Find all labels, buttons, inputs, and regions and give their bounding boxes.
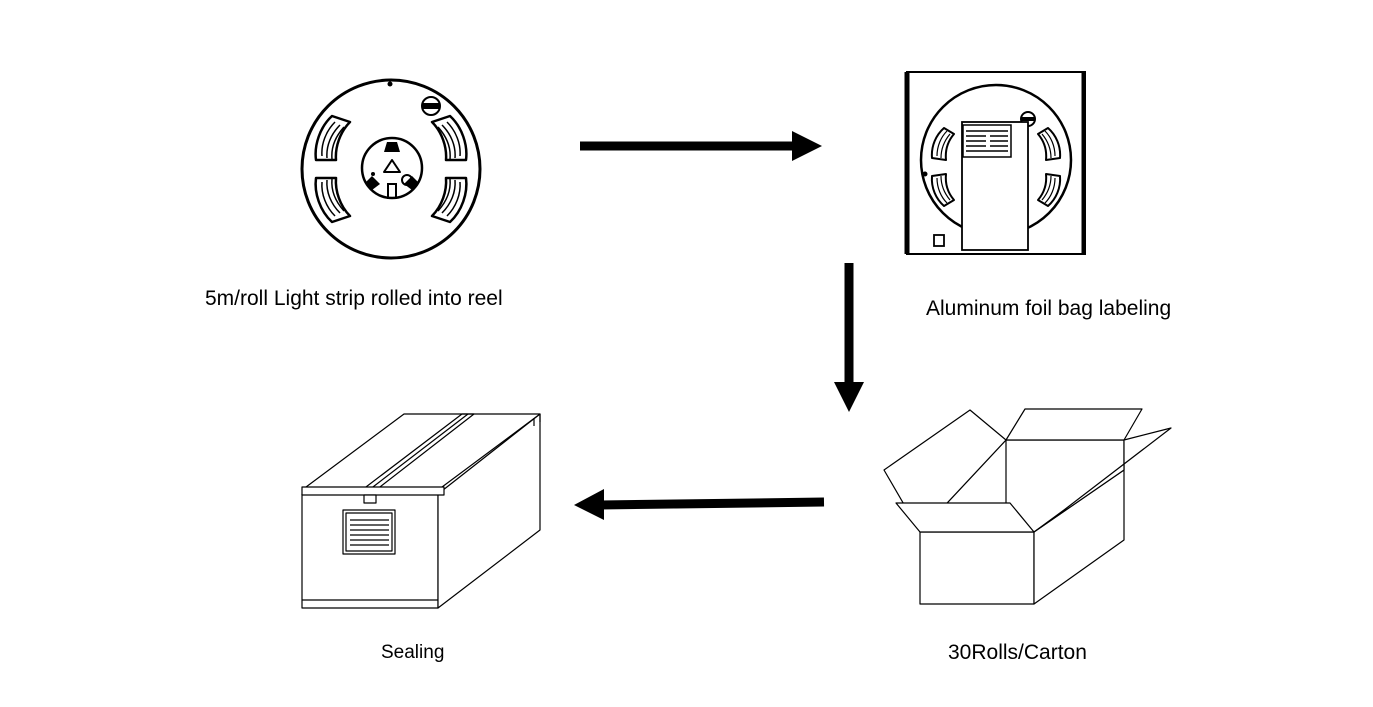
foil-bag-icon [904,71,1086,255]
reel-step-label: 5m/roll Light strip rolled into reel [205,287,503,310]
arrow-left [574,489,825,520]
arrow-right [580,131,822,161]
sealing-step-label: Sealing [381,642,445,663]
arrow-down [834,263,864,412]
sealed-box-icon [301,413,541,609]
open-carton-icon [883,408,1172,605]
carton-step-label: 30Rolls/Carton [948,641,1087,664]
reel-icon [300,78,482,260]
foil-step-label: Aluminum foil bag labeling [926,297,1172,320]
